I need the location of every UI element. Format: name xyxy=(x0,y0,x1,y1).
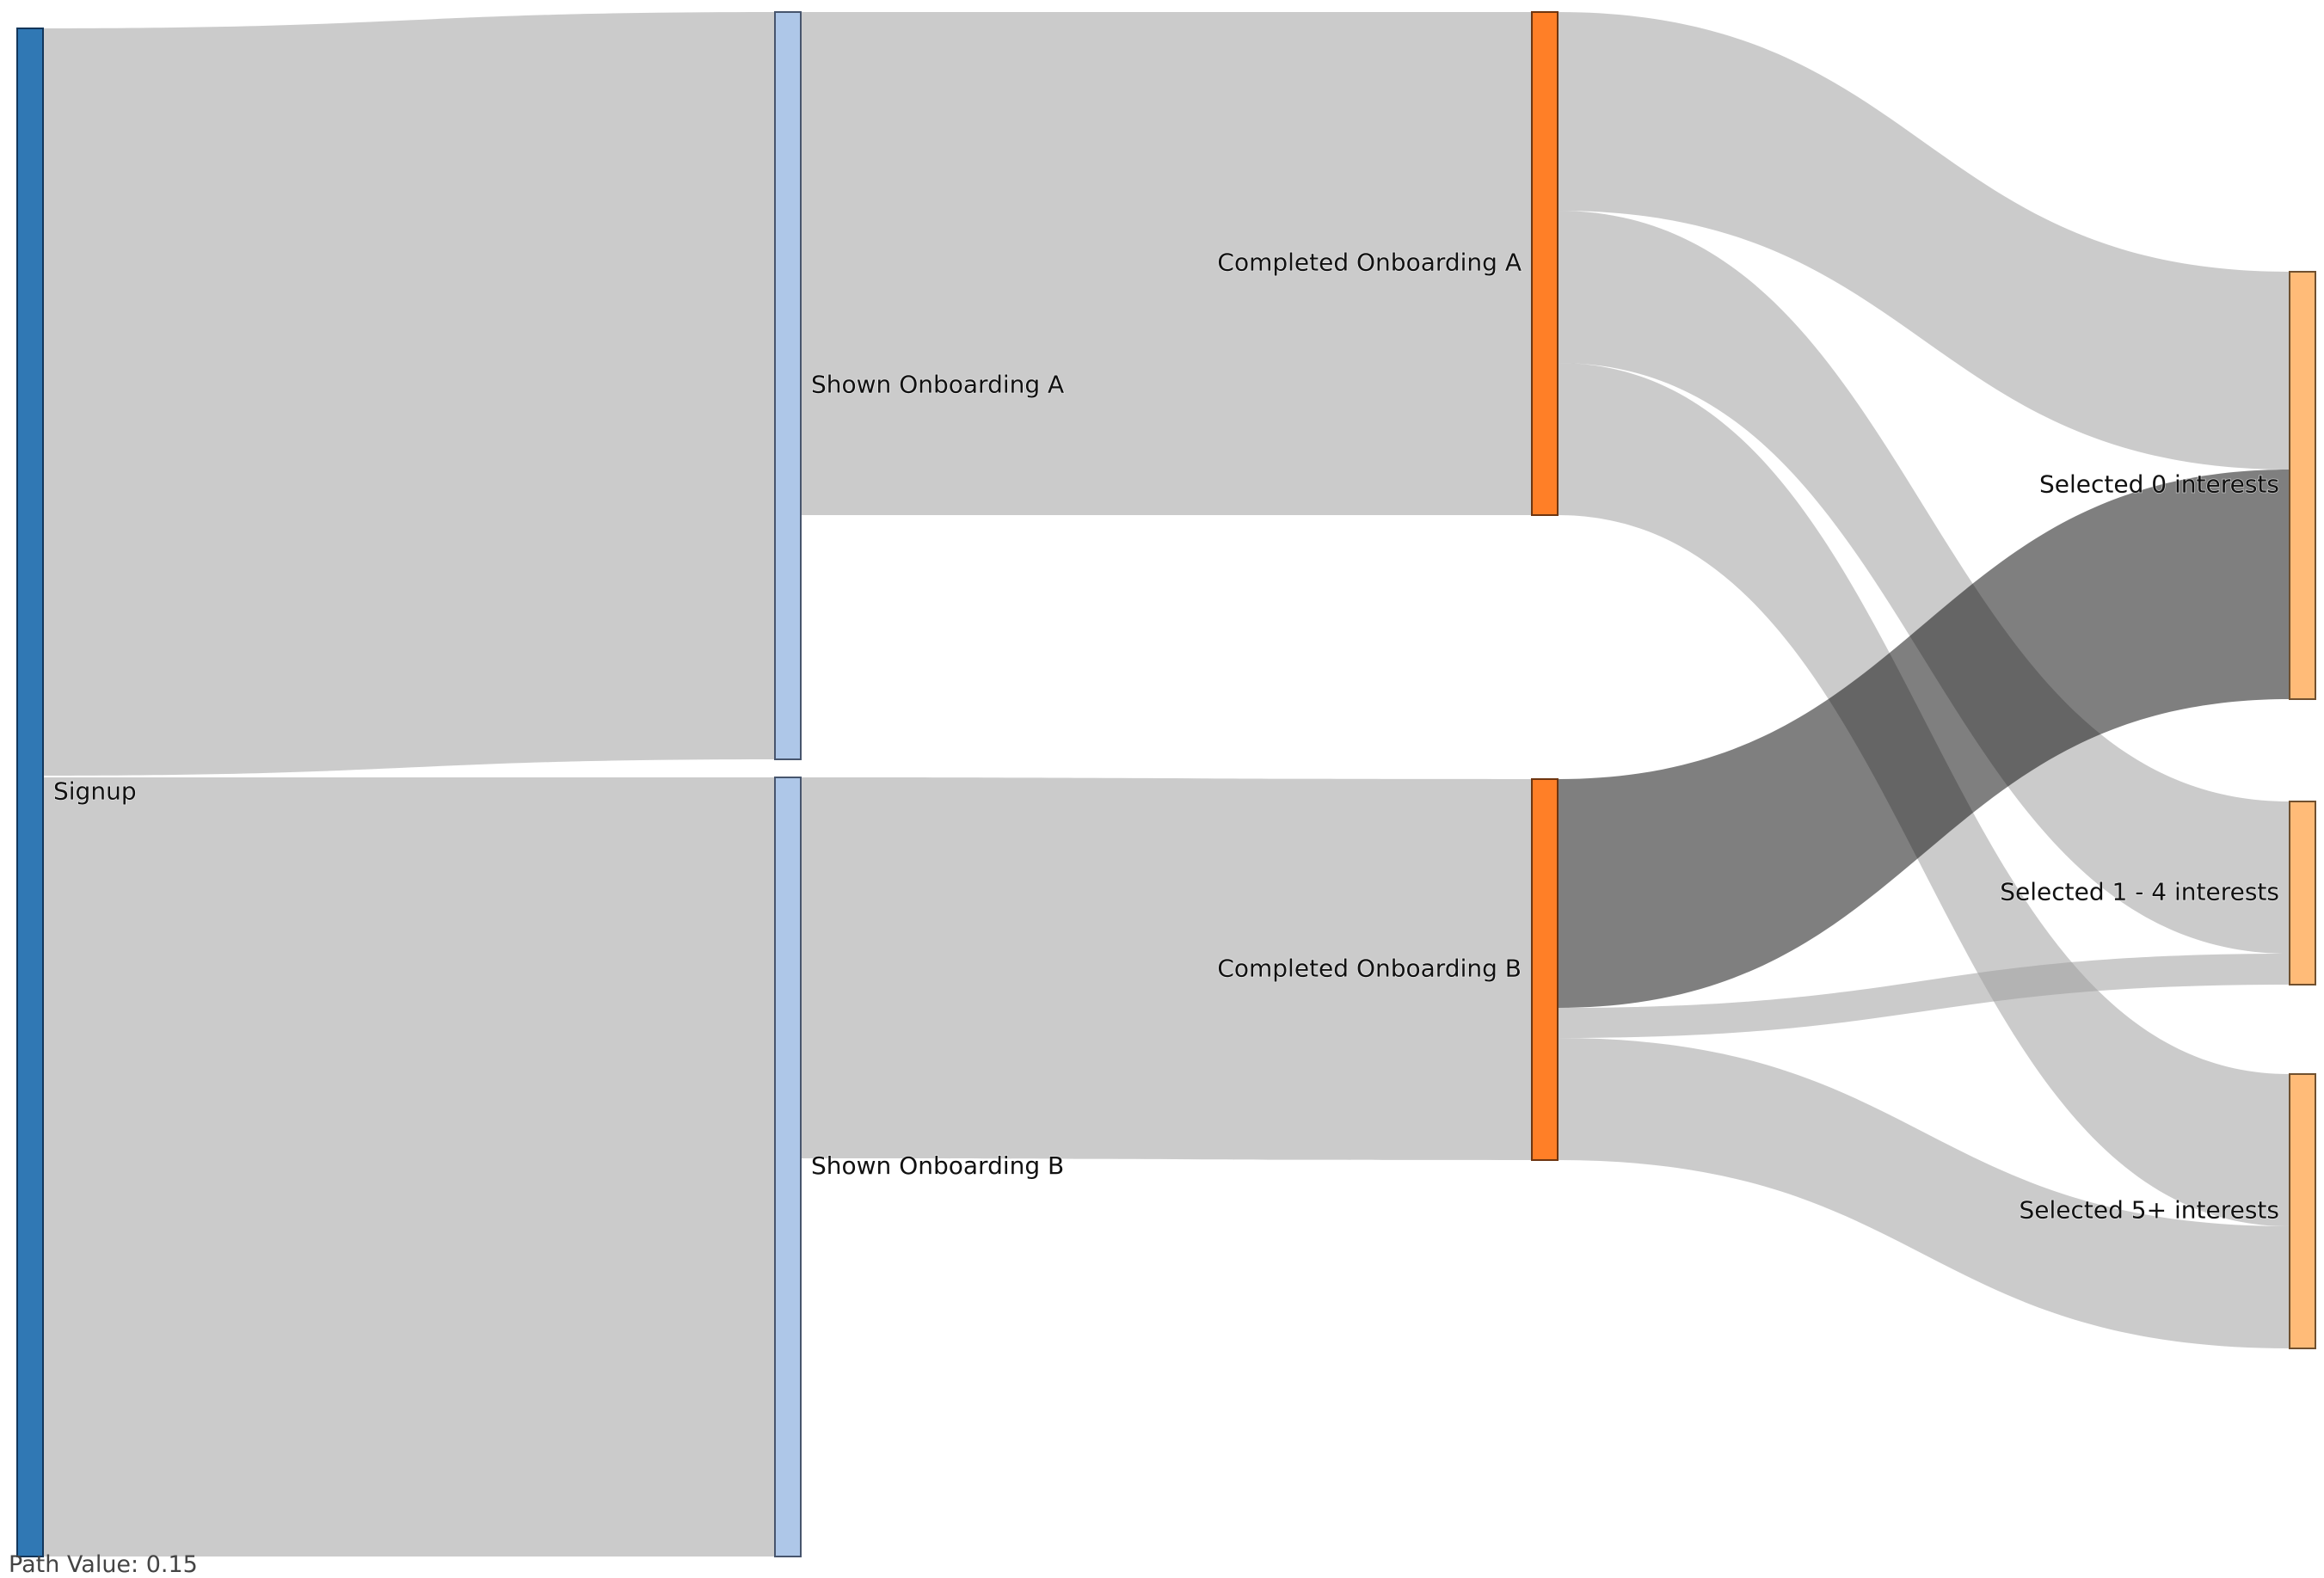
link-shown_b-to-completed_b[interactable] xyxy=(801,777,1532,1160)
node-sel_0[interactable] xyxy=(2289,271,2316,700)
node-label-completed_a: Completed Onboarding A xyxy=(1217,249,1522,277)
node-label-completed_b: Completed Onboarding B xyxy=(1217,955,1522,983)
link-shown_a-to-completed_a[interactable] xyxy=(801,12,1532,515)
node-shown_a[interactable] xyxy=(774,11,802,760)
sankey-labels: Signup Shown Onboarding A Shown Onboarding… xyxy=(52,248,2280,1225)
link-completed_b-to-sel_0[interactable] xyxy=(1558,470,2290,1008)
node-label-sel_1_4: Selected 1 - 4 interests xyxy=(2000,878,2279,906)
node-sel_5p[interactable] xyxy=(2289,1073,2316,1349)
node-label-shown_b: Shown Onboarding B xyxy=(811,1151,1064,1180)
node-sel_1_4[interactable] xyxy=(2289,801,2316,985)
node-completed_b[interactable] xyxy=(1531,778,1559,1161)
link-signup-to-shown_a[interactable] xyxy=(43,12,775,776)
link-signup-to-shown_b[interactable] xyxy=(43,777,775,1557)
link-completed_a-to-sel_0[interactable] xyxy=(1558,12,2290,470)
node-shown_b[interactable] xyxy=(774,777,802,1557)
node-completed_a[interactable] xyxy=(1531,11,1559,516)
link-completed_b-to-sel_5p[interactable] xyxy=(1558,1038,2290,1348)
link-completed_a-to-sel_1_4[interactable] xyxy=(1558,211,2290,954)
node-label-sel_0: Selected 0 interests xyxy=(2039,470,2279,499)
node-label-sel_5p: Selected 5+ interests xyxy=(2020,1196,2279,1225)
sankey-nodes xyxy=(16,11,2316,1557)
sankey-links xyxy=(43,12,2290,1557)
node-label-signup: Signup xyxy=(53,777,137,806)
link-completed_b-to-sel_1_4[interactable] xyxy=(1558,954,2290,1038)
node-signup[interactable] xyxy=(16,28,44,1557)
node-label-shown_a: Shown Onboarding A xyxy=(811,371,1064,399)
path-value-readout: Path Value: 0.15 xyxy=(9,1551,198,1578)
